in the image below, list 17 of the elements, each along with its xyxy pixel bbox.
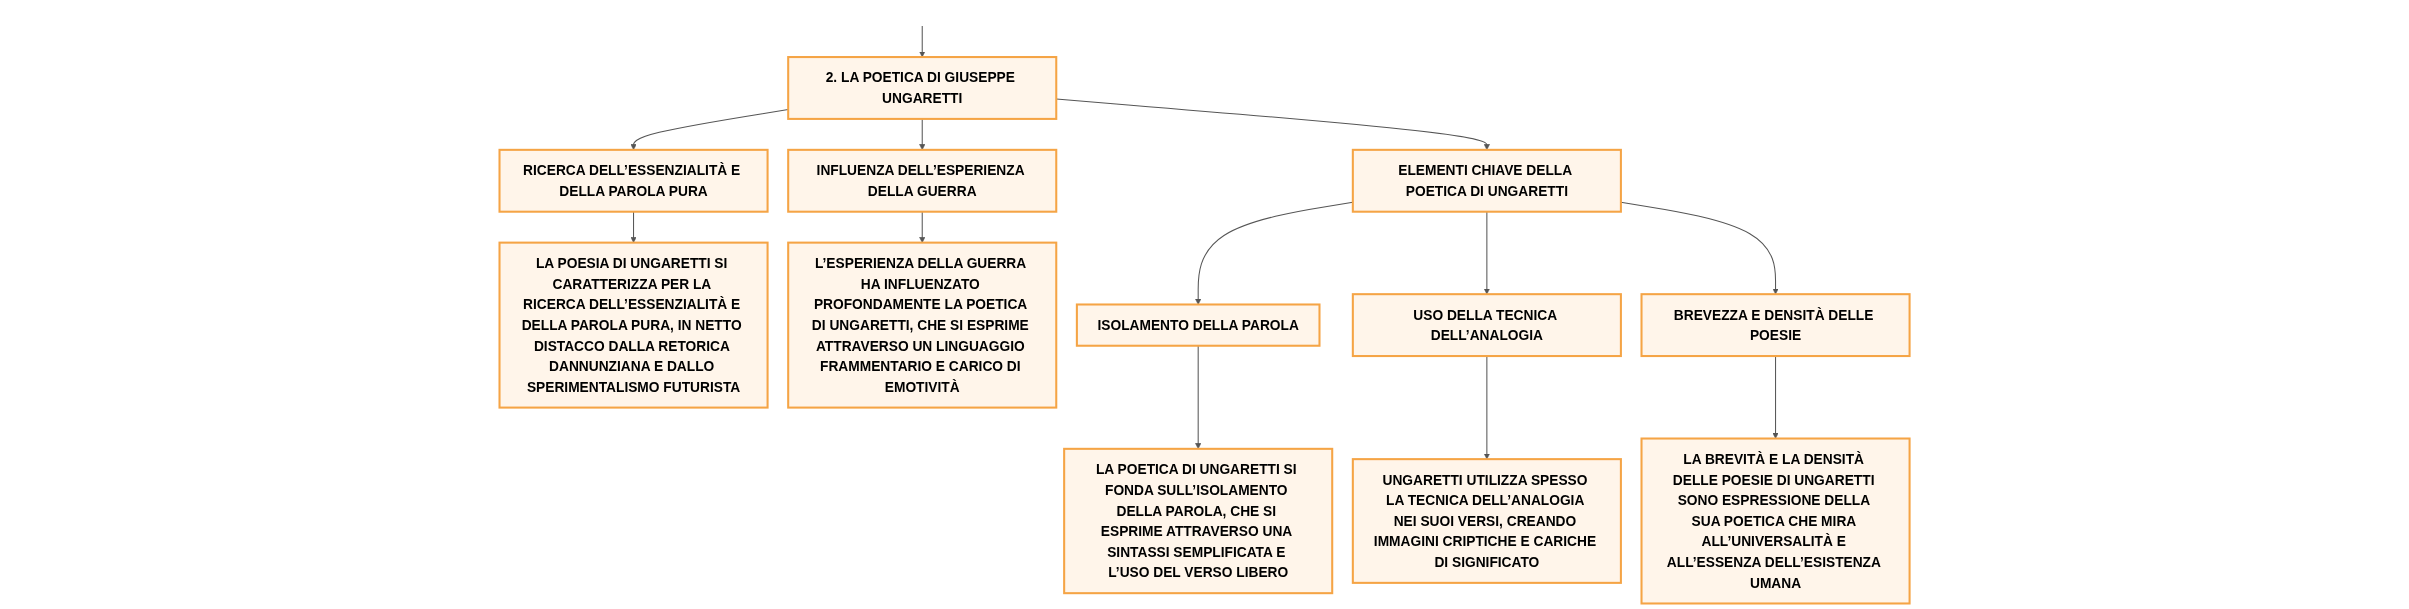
node-box: BREVEZZA E DENSITÀ DELLE POESIE: [1640, 293, 1911, 358]
node-box: LA POETICA DI UNGARETTI SI FONDA SULL’ISOLAMENTO DELLA PAROLA, CHE SI ESPRIME ATTRAVERSO UNA SINTASSI SEMPLIFICATA E L’USO DEL VERSO LIBERO: [1063, 447, 1334, 595]
node-box: USO DELLA TECNICA DELL’ANALOGIA: [1351, 293, 1622, 358]
node-box: 2. LA POETICA DI GIUSEPPE UNGARETTI: [787, 56, 1058, 120]
node-box: L’ESPERIENZA DELLA GUERRA HA INFLUENZATO PROFONDAMENTE LA POETICA DI UNGARETTI, CHE SI ESPRIME ATTRAVERSO UN LINGUAGGIO FRAMMENTARIO E CARICO DI EMOTIVITÀ: [787, 241, 1058, 409]
node-box: ISOLAMENTO DELLA PAROLA: [1075, 303, 1321, 347]
arrow: [1620, 201, 1779, 295]
arrow: [919, 211, 926, 243]
node-box: LA POESIA DI UNGARETTI SI CARATTERIZZA PER LA RICERCA DELL’ESSENZIALITÀ E DELLA PAROLA PURA, IN NETTO DISTACCO DALLA RETORICA DANNUNZIANA E DALLO SPERIMENTALISMO FUTURISTA: [498, 241, 769, 409]
node-box: INFLUENZA DELL’ESPERIENZA DELLA GUERRA: [787, 148, 1058, 213]
node-box: LA BREVITÀ E LA DENSITÀ DELLE POESIE DI UNGARETTI SONO ESPRESSIONE DELLA SUA POETICA CHE MIRA ALL’UNIVERSALITÀ E ALL’ESSENZA DELL’ESISTENZA UMANA: [1640, 437, 1911, 605]
arrow: [919, 25, 926, 58]
arrow: [1483, 211, 1490, 295]
node-box: RICERCA DELL’ESSENZIALITÀ E DELLA PAROLA PURA: [498, 148, 769, 213]
node-box: UNGARETTI UTILIZZA SPESSO LA TECNICA DELL’ANALOGIA NEI SUOI VERSI, CREANDO IMMAGINI CRIPTICHE E CARICHE DI SIGNIFICATO: [1351, 458, 1622, 584]
node-box: ELEMENTI CHIAVE DELLA POETICA DI UNGARETTI: [1351, 148, 1622, 213]
arrow: [630, 211, 637, 243]
